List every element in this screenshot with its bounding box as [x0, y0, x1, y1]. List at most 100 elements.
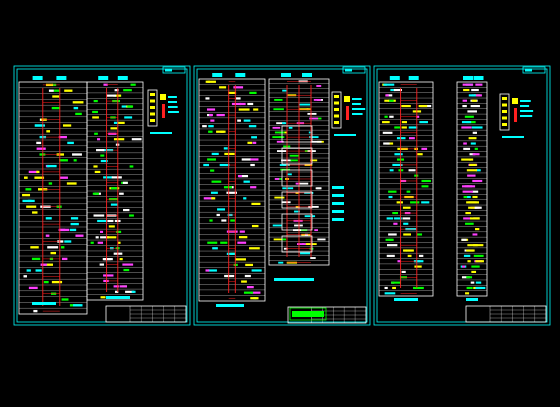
row-label: [402, 217, 411, 220]
row-label: [72, 153, 82, 156]
sheet-caption: [216, 304, 244, 307]
row-label: [388, 190, 397, 193]
row-label: [472, 233, 478, 236]
row-label: [388, 195, 393, 199]
row-label: [238, 108, 250, 111]
sheet-number-mark: [525, 68, 532, 72]
row-label: [211, 152, 219, 156]
row-label: [237, 119, 241, 122]
row-label: [468, 137, 477, 140]
equipment-label: [332, 210, 344, 213]
row-label: [75, 234, 84, 237]
sheet-inner-border: [376, 68, 548, 323]
row-label: [205, 269, 210, 272]
row-label: [309, 117, 319, 120]
row-label: [390, 88, 396, 92]
row-label: [123, 208, 130, 212]
row-label: [467, 110, 477, 113]
row-label: [202, 125, 207, 128]
row-label: [472, 195, 478, 199]
row-label: [131, 138, 142, 141]
column-header-mark: [32, 76, 43, 80]
legend-text: [352, 108, 366, 110]
row-label: [464, 185, 469, 188]
row-label: [394, 217, 402, 220]
row-label: [57, 240, 64, 243]
row-label: [205, 97, 210, 100]
row-label: [129, 214, 134, 217]
row-label: [124, 116, 133, 119]
row-label: [45, 234, 50, 237]
row-label: [130, 83, 136, 86]
legend-text: [168, 101, 178, 103]
row-label: [220, 241, 228, 244]
row-label: [467, 244, 478, 247]
legend-text: [168, 111, 179, 113]
row-label: [244, 274, 251, 278]
row-label: [36, 170, 40, 174]
row-label: [250, 163, 255, 167]
row-label: [34, 124, 43, 127]
switchgear-block: [281, 213, 313, 231]
row-label: [295, 182, 301, 185]
legend-device-slot: [334, 114, 339, 118]
row-label: [470, 281, 475, 284]
row-label: [110, 187, 118, 190]
row-label: [421, 185, 429, 188]
row-label: [23, 275, 27, 278]
row-label: [216, 130, 224, 133]
legend-device-slot: [502, 116, 507, 120]
row-label: [75, 112, 82, 116]
row-label: [239, 230, 245, 233]
row-label: [247, 102, 254, 106]
row-label: [59, 159, 68, 162]
row-label: [276, 122, 286, 125]
row-label: [389, 169, 394, 172]
row-label: [123, 89, 132, 92]
row-label: [461, 126, 472, 129]
row-label: [468, 206, 478, 209]
row-label: [467, 174, 476, 177]
row-label: [210, 191, 218, 194]
row-label: [241, 158, 252, 161]
row-label: [233, 86, 244, 89]
row-label: [64, 89, 73, 92]
row-label: [92, 116, 99, 119]
row-label: [272, 224, 282, 227]
row-label: [310, 159, 318, 162]
row-label: [93, 214, 105, 217]
row-label: [471, 99, 477, 102]
row-label: [237, 241, 247, 244]
switchgear-block: [281, 169, 313, 187]
row-label: [315, 187, 322, 190]
sheet-number-mark: [345, 68, 352, 72]
column-header-mark: [302, 73, 312, 77]
sheet-number-mark: [165, 68, 172, 72]
row-label: [119, 258, 123, 261]
row-label: [386, 94, 393, 97]
row-label: [119, 285, 128, 288]
column-header-mark: [117, 76, 128, 80]
row-label: [392, 212, 399, 215]
row-label: [33, 309, 38, 313]
row-label: [103, 176, 113, 179]
row-label: [465, 212, 471, 215]
row-label: [207, 241, 218, 244]
legend-device-slot: [334, 121, 339, 124]
row-label: [462, 83, 474, 86]
row-label: [304, 215, 316, 218]
row-label: [251, 269, 262, 272]
row-label: [281, 159, 292, 162]
row-label: [249, 91, 257, 94]
row-label: [274, 196, 285, 199]
row-label: [300, 252, 311, 255]
row-label: [309, 247, 314, 250]
legend-device-frame: [499, 93, 510, 131]
row-label: [243, 119, 251, 122]
row-label: [250, 297, 259, 300]
row-label: [406, 190, 411, 193]
row-label: [469, 153, 476, 156]
row-label: [48, 182, 53, 185]
row-label: [466, 195, 471, 199]
row-label: [471, 270, 477, 273]
